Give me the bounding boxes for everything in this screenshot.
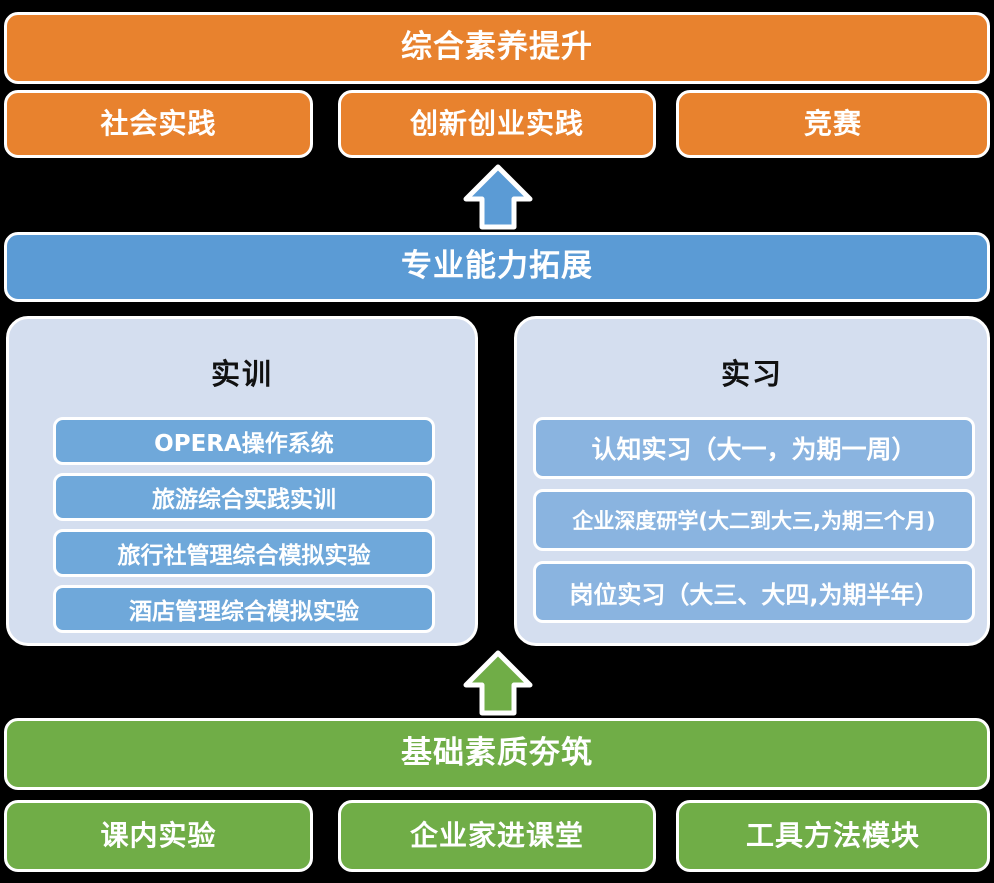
top-tier-item-3: 竞赛 [676, 90, 990, 158]
panel-internship-item-3: 岗位实习（大三、大四,为期半年） [533, 561, 975, 623]
panel-internship-item-2: 企业深度研学(大二到大三,为期三个月) [533, 489, 975, 551]
bottom-tier-banner: 基础素质夯筑 [4, 718, 990, 790]
panel-internship-item-1: 认知实习（大一，为期一周） [533, 417, 975, 479]
panel-training: 实训 OPERA操作系统 旅游综合实践实训 旅行社管理综合模拟实验 酒店管理综合… [6, 316, 478, 646]
panel-training-item-4: 酒店管理综合模拟实验 [53, 585, 435, 633]
panel-internship: 实习 认知实习（大一，为期一周） 企业深度研学(大二到大三,为期三个月) 岗位实… [514, 316, 990, 646]
panel-internship-title: 实习 [720, 357, 783, 391]
top-tier-item-2: 创新创业实践 [338, 90, 656, 158]
panel-training-item-2: 旅游综合实践实训 [53, 473, 435, 521]
panel-training-title: 实训 [210, 357, 273, 391]
bottom-tier-item-3: 工具方法模块 [676, 800, 990, 872]
top-tier-item-1: 社会实践 [4, 90, 313, 158]
panel-training-item-1: OPERA操作系统 [53, 417, 435, 465]
panel-training-item-3: 旅行社管理综合模拟实验 [53, 529, 435, 577]
top-tier-banner: 综合素养提升 [4, 12, 990, 84]
bottom-tier-item-2: 企业家进课堂 [338, 800, 656, 872]
bottom-tier-item-1: 课内实验 [4, 800, 313, 872]
middle-tier-banner: 专业能力拓展 [4, 232, 990, 302]
up-arrow-blue-icon [463, 164, 533, 230]
up-arrow-green-icon [463, 650, 533, 716]
